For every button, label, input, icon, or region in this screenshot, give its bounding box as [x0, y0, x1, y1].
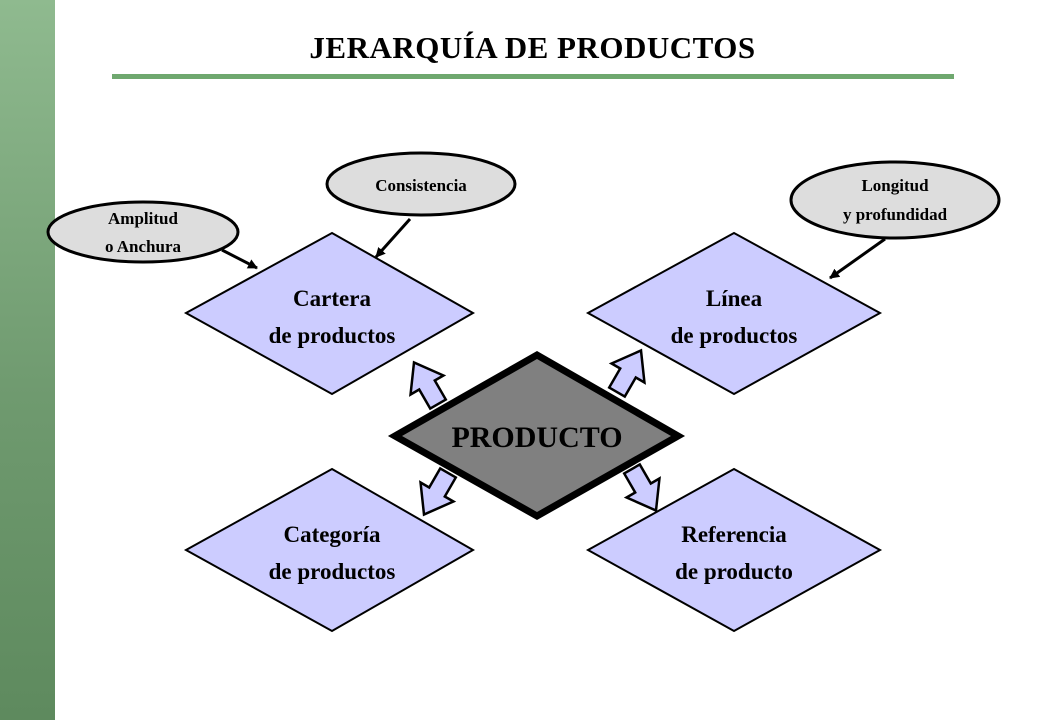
bubble-amplitud-line1: Amplitud — [108, 209, 178, 228]
node-producto: PRODUCTO — [387, 350, 686, 521]
bubble-consistencia-line1: Consistencia — [375, 176, 467, 195]
consistencia-arrow — [374, 217, 412, 259]
title-underline — [112, 74, 954, 79]
block-arrow-up-left — [409, 360, 448, 411]
side-accent-bar — [0, 0, 55, 720]
bubble-longitud: Longitud y profundidad — [789, 160, 1001, 240]
node-referencia-line2: de producto — [675, 559, 793, 584]
node-linea: Línea de productos — [585, 231, 883, 396]
node-cartera-line2: de productos — [269, 323, 396, 348]
bubble-amplitud-line2: o Anchura — [105, 237, 182, 256]
page-title: JERARQUÍA DE PRODUCTOS — [309, 30, 756, 65]
node-referencia: Referencia de producto — [585, 467, 883, 633]
block-arrow-up-right — [607, 348, 646, 399]
node-cartera-line1: Cartera — [293, 286, 371, 311]
block-arrow-down-right — [622, 462, 661, 513]
node-referencia-line1: Referencia — [681, 522, 787, 547]
amplitud-arrow — [221, 248, 258, 270]
node-linea-line1: Línea — [706, 286, 763, 311]
node-producto-label: PRODUCTO — [451, 421, 622, 454]
bubble-amplitud: Amplitud o Anchura — [46, 200, 240, 264]
bubble-longitud-line1: Longitud — [861, 176, 929, 195]
longitud-arrow — [829, 237, 886, 280]
node-linea-line2: de productos — [671, 323, 798, 348]
node-cartera: Cartera de productos — [183, 231, 476, 396]
bubble-longitud-line2: y profundidad — [843, 205, 948, 224]
block-arrow-down-left — [419, 466, 458, 517]
node-categoria-line1: Categoría — [283, 522, 381, 547]
bubble-consistencia: Consistencia — [325, 151, 517, 217]
node-categoria: Categoría de productos — [183, 467, 476, 633]
node-categoria-line2: de productos — [269, 559, 396, 584]
